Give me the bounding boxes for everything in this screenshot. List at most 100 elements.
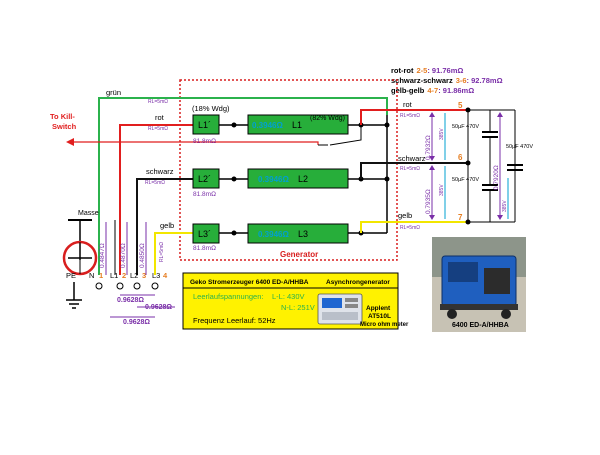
volt-6-7-value: 385V bbox=[439, 184, 445, 196]
red-wire-resistance: RL=5mΩ bbox=[148, 126, 168, 132]
meter-keys-mid bbox=[345, 304, 358, 308]
yellow-wire-label: gelb bbox=[160, 221, 174, 230]
black-out-resistance: RL=5mΩ bbox=[400, 166, 420, 172]
photo-label: 6400 ED-A/HHBA bbox=[452, 322, 509, 329]
info-frequency: Frequenz Leerlauf: 52Hz bbox=[193, 316, 276, 325]
micro-ohm-meter-icon bbox=[317, 293, 363, 325]
coil-l1-label: L1 bbox=[292, 120, 302, 130]
red-out-wire bbox=[360, 109, 468, 125]
terminal-label-pe: PE bbox=[66, 271, 76, 280]
red-wire-label: rot bbox=[155, 113, 165, 122]
meas-5-6-arrow-head-bottom bbox=[429, 156, 435, 161]
legend-gelb-value: : 91.86mΩ bbox=[438, 86, 474, 95]
terminal-l3 bbox=[151, 282, 159, 290]
kill-switch-label-1: To Kill- bbox=[50, 112, 75, 121]
legend-gelb-pins: 4-7 bbox=[427, 86, 438, 95]
kill-switch-contact bbox=[329, 125, 362, 146]
yellow-out-resistance: RL=5mΩ bbox=[400, 225, 420, 231]
info-ll-voltage: L-L: 430V bbox=[272, 292, 305, 301]
coil-l2-label: L2 bbox=[298, 174, 308, 184]
black-out-wire bbox=[360, 162, 468, 179]
meas-n-l2-value: 0.4870Ω bbox=[120, 243, 127, 268]
meter-description: Micro ohm meter bbox=[360, 322, 409, 328]
terminal-num-2: 2 bbox=[122, 271, 126, 280]
legend-schwarz-pins: 3-6 bbox=[456, 76, 467, 85]
red-wire bbox=[119, 124, 217, 275]
black-out-label: schwarz bbox=[398, 154, 426, 163]
kill-switch-label-2: Switch bbox=[52, 122, 77, 131]
wdg82-label: (82% Wdg) bbox=[310, 115, 345, 122]
green-wire bbox=[98, 97, 388, 275]
coil-l3-resistance: 0.3946Ω bbox=[258, 230, 289, 239]
legend-gelb-label: gelb-gelb bbox=[391, 86, 425, 95]
meas-l1-l3-value: 0.9628Ω bbox=[123, 319, 150, 326]
meter-brand: Applent bbox=[366, 305, 391, 312]
node-5-label: 5 bbox=[458, 101, 463, 110]
volt-5-7-value: 385V bbox=[502, 200, 508, 212]
meas-5-6-resistance: 0.7932Ω bbox=[425, 135, 432, 160]
meas-6-7-resistance: 0.7935Ω bbox=[425, 189, 432, 214]
terminal-labels: PE N L1 L2 L3 1 2 3 4 bbox=[66, 271, 168, 280]
coil-l3-label: L3 bbox=[298, 229, 308, 239]
meter-model: AT510L bbox=[368, 313, 391, 320]
node-l2-tap bbox=[231, 176, 237, 182]
black-wire-resistance: RL=5mΩ bbox=[145, 180, 165, 186]
generator-title: Generator bbox=[280, 250, 318, 259]
meas-n-l1-value: 0.4847Ω bbox=[99, 243, 106, 268]
cap1-label: 50µF 470V bbox=[452, 124, 479, 130]
meas-l1-l2-value: 0.9628Ω bbox=[117, 297, 144, 304]
red-out-resistance: RL=5mΩ bbox=[400, 113, 420, 119]
node-6-label: 6 bbox=[458, 153, 463, 162]
cap3-label: 50µF 470V bbox=[506, 144, 533, 150]
volt-5-6-value: 385V bbox=[439, 128, 445, 140]
green-wire-resistance: RL=5mΩ bbox=[148, 99, 168, 105]
terminal-label-l2: L2 bbox=[130, 271, 138, 280]
photo-wheel-left bbox=[447, 309, 457, 319]
meas-6-7-arrow-head-bottom bbox=[429, 215, 435, 220]
terminal-circles bbox=[95, 282, 159, 290]
generator-photo bbox=[432, 237, 526, 332]
meas-n-l3-value: 0.4850Ω bbox=[139, 243, 146, 268]
terminal-label-l3: L3 bbox=[152, 271, 160, 280]
meter-keys-top bbox=[345, 298, 358, 302]
kill-switch-wire bbox=[72, 141, 319, 145]
meas-6-7-arrow-head-top bbox=[429, 165, 435, 170]
photo-wheel-right bbox=[501, 309, 511, 319]
info-header-left: Geko Stromerzeuger 6400 ED-A/HHBA bbox=[190, 279, 309, 286]
node-7-label: 7 bbox=[458, 213, 463, 222]
coil-l3-prime-resistance: 81.8mΩ bbox=[193, 245, 216, 252]
photo-generator-tank bbox=[448, 262, 478, 282]
terminal-label-n: N bbox=[89, 271, 94, 280]
legend-rot-label: rot-rot bbox=[391, 66, 414, 75]
terminal-num-1: 1 bbox=[99, 271, 103, 280]
info-header-right: Asynchrongenerator bbox=[326, 279, 390, 286]
coil-l2-prime-resistance: 81.8mΩ bbox=[193, 191, 216, 198]
meter-screen bbox=[322, 298, 342, 308]
yellow-out-wire bbox=[360, 221, 468, 233]
coil-l1-prime-resistance: 81.8mΩ bbox=[193, 138, 216, 145]
node-l3-tap bbox=[231, 230, 237, 236]
terminal-n bbox=[95, 282, 103, 290]
generator-boundary bbox=[179, 79, 398, 261]
terminal-label-l1: L1 bbox=[110, 271, 118, 280]
terminal-l1 bbox=[116, 282, 124, 290]
yellow-out-label: gelb bbox=[398, 211, 412, 220]
masse-label: Masse bbox=[78, 210, 99, 217]
coil-l2-prime-label: L2´ bbox=[198, 174, 211, 184]
star-node-2 bbox=[384, 176, 390, 182]
legend-schwarz-value: : 92.78mΩ bbox=[467, 76, 503, 85]
wdg18-label: (18% Wdg) bbox=[192, 104, 230, 113]
terminal-l2 bbox=[133, 282, 141, 290]
red-out-label: rot bbox=[403, 100, 413, 109]
black-wire bbox=[136, 178, 217, 275]
meas-5-7-resistance: 0.7920Ω bbox=[493, 165, 500, 190]
legend-schwarz-label: schwarz-schwarz bbox=[391, 76, 453, 85]
yellow-wire-resistance: RL=5mΩ bbox=[159, 242, 165, 262]
meas-5-7-arrow-head-top bbox=[497, 112, 503, 117]
info-leer-label: Leerlaufspannungen: bbox=[193, 292, 263, 301]
green-wire-label: grün bbox=[106, 88, 121, 97]
